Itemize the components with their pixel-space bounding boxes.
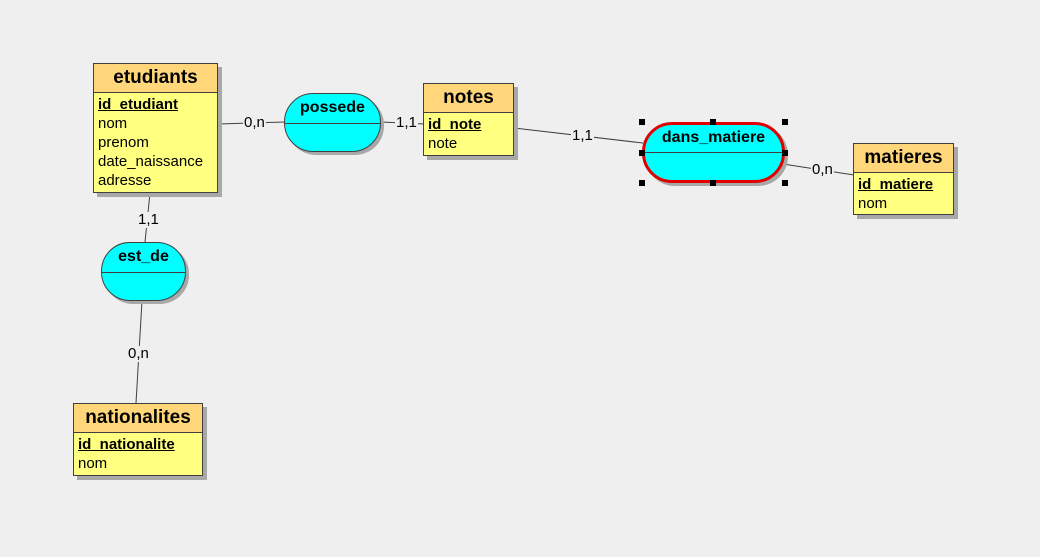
attribute: prenom xyxy=(98,134,149,151)
cardinality-label: 0,n xyxy=(811,161,834,178)
attribute: nom xyxy=(858,195,888,212)
association-divider xyxy=(285,123,380,124)
attribute: nom xyxy=(98,115,128,132)
association-name: dans_matiere xyxy=(661,129,766,146)
cardinality-label: 1,1 xyxy=(137,211,160,228)
primary-key: id_nationalite xyxy=(78,436,175,453)
cardinality-label: 1,1 xyxy=(395,114,418,131)
association-est-de[interactable]: est_de xyxy=(101,242,186,301)
cardinality-label: 0,n xyxy=(243,114,266,131)
association-dans-matiere[interactable]: dans_matiere xyxy=(642,122,785,183)
attribute: date_naissance xyxy=(98,153,204,170)
selection-handle[interactable] xyxy=(782,150,788,156)
selection-handle[interactable] xyxy=(710,119,716,125)
selection-handle[interactable] xyxy=(639,180,645,186)
entity-nationalites[interactable]: nationalites id_nationalite nom xyxy=(73,403,203,476)
selection-handle[interactable] xyxy=(782,119,788,125)
attribute: adresse xyxy=(98,172,152,189)
entity-etudiants[interactable]: etudiants id_etudiant nom prenom date_na… xyxy=(93,63,218,193)
association-name: est_de xyxy=(118,248,169,265)
entity-title: etudiants xyxy=(94,64,217,93)
attribute: note xyxy=(428,135,458,152)
cardinality-label: 0,n xyxy=(127,345,150,362)
primary-key: id_note xyxy=(428,116,482,133)
entity-title: notes xyxy=(424,84,513,113)
cardinality-label: 1,1 xyxy=(571,127,594,144)
selection-handle[interactable] xyxy=(639,150,645,156)
association-possede[interactable]: possede xyxy=(284,93,381,152)
association-divider xyxy=(645,152,782,153)
association-name: possede xyxy=(300,99,365,116)
entity-notes[interactable]: notes id_note note xyxy=(423,83,514,156)
selection-handle[interactable] xyxy=(782,180,788,186)
attribute: nom xyxy=(78,455,108,472)
selection-handle[interactable] xyxy=(710,180,716,186)
association-divider xyxy=(102,272,185,273)
entity-matieres[interactable]: matieres id_matiere nom xyxy=(853,143,954,215)
primary-key: id_etudiant xyxy=(98,96,179,113)
selection-handle[interactable] xyxy=(639,119,645,125)
entity-title: nationalites xyxy=(74,404,202,433)
entity-title: matieres xyxy=(854,144,953,173)
primary-key: id_matiere xyxy=(858,176,934,193)
